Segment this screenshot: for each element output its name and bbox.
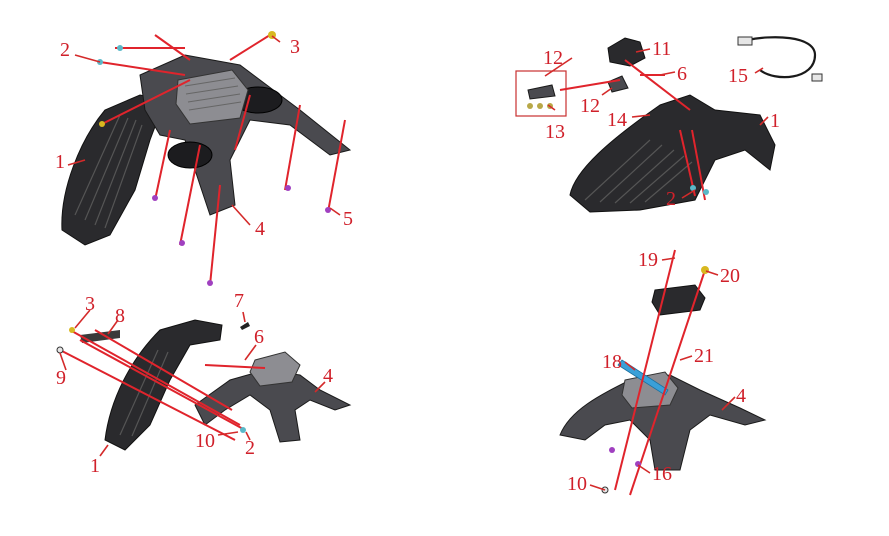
assembly-top-left: 2 3 1 4 5 xyxy=(55,31,353,286)
tail-lamp-housing xyxy=(607,37,646,67)
cable-part xyxy=(747,36,817,79)
bracket-box xyxy=(515,70,567,117)
callout-br-21: 21 xyxy=(694,345,714,367)
callout-tl-4: 4 xyxy=(255,218,265,240)
assembly-bottom-left: 3 8 9 7 6 4 10 2 1 xyxy=(56,290,352,477)
callout-tr-1: 1 xyxy=(770,110,780,132)
rear-carrier-part xyxy=(139,54,352,216)
callout-tl-2: 2 xyxy=(60,39,70,61)
callout-bl-2: 2 xyxy=(245,437,255,459)
callout-br-10: 10 xyxy=(567,473,587,495)
callout-bl-10: 10 xyxy=(195,430,215,452)
callout-bl-4: 4 xyxy=(323,365,333,387)
callout-tr-6: 6 xyxy=(677,63,687,85)
callout-tr-15: 15 xyxy=(728,65,748,87)
callout-bl-6: 6 xyxy=(254,326,264,348)
callout-tl-3: 3 xyxy=(290,36,300,58)
assembly-bottom-right: 19 20 21 18 4 10 16 xyxy=(559,249,767,496)
callout-tr-12a: 12 xyxy=(543,47,563,69)
callout-bl-8: 8 xyxy=(115,305,125,327)
callout-tl-1: 1 xyxy=(55,151,65,173)
callout-br-18: 18 xyxy=(602,351,622,373)
assembly-top-right: 12 11 6 15 12 13 14 1 2 xyxy=(515,36,823,213)
callout-bl-7: 7 xyxy=(234,290,244,312)
control-unit-box xyxy=(249,351,301,387)
callout-bl-1: 1 xyxy=(90,455,100,477)
callout-tr-2: 2 xyxy=(666,188,676,210)
callout-br-19: 19 xyxy=(638,249,658,271)
callout-br-16: 16 xyxy=(652,463,672,485)
callout-tl-5: 5 xyxy=(343,208,353,230)
callout-bl-3: 3 xyxy=(85,293,95,315)
control-unit-box xyxy=(175,69,249,125)
bracket-part xyxy=(527,84,556,100)
callout-tr-13: 13 xyxy=(545,121,565,143)
callout-bl-9: 9 xyxy=(56,367,66,389)
callout-tr-11: 11 xyxy=(652,38,671,60)
callout-br-4: 4 xyxy=(736,385,746,407)
callout-br-20: 20 xyxy=(720,265,740,287)
callout-tr-12b: 12 xyxy=(580,95,600,117)
callout-tr-14: 14 xyxy=(607,109,627,131)
